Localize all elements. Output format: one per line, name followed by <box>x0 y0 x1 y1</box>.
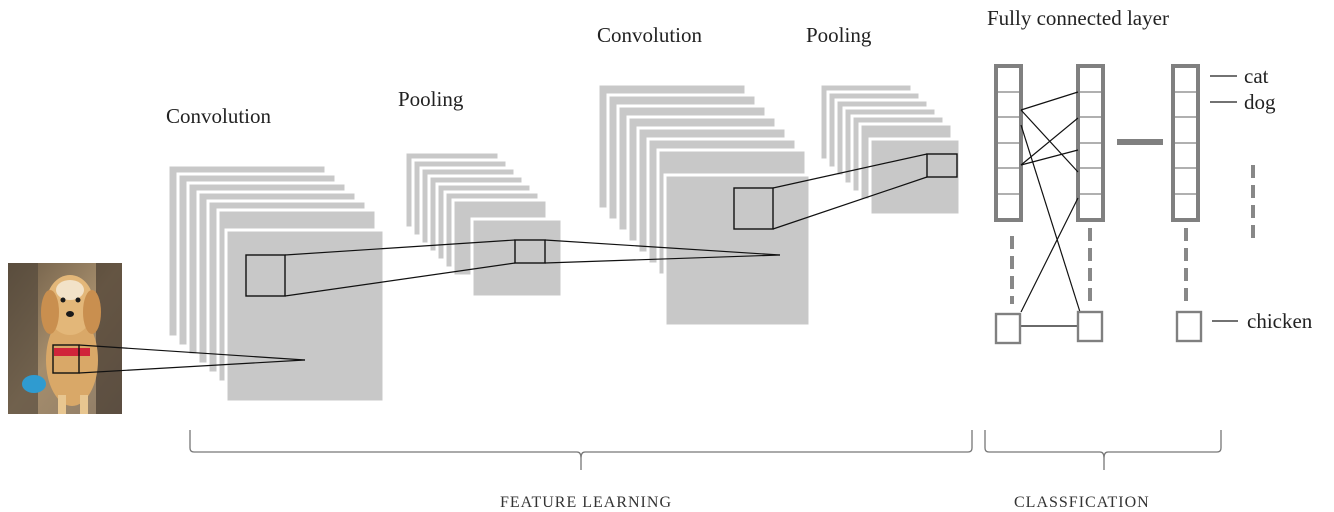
fully-connected-label: Fully connected layer <box>987 6 1169 30</box>
projection-lines <box>52 153 958 374</box>
conv1-label: Convolution <box>166 104 272 128</box>
pool1-window <box>514 239 546 264</box>
feature-learning-brace <box>189 430 973 470</box>
feature-learning-caption: FEATURE LEARNING <box>500 494 672 511</box>
conv1-window <box>245 254 286 297</box>
classification-brace <box>984 430 1222 470</box>
fc-layer-1-last-node <box>994 312 1022 345</box>
output-label-dog: dog <box>1244 90 1276 114</box>
conv2-window <box>733 187 774 230</box>
pool1-label: Pooling <box>398 87 464 111</box>
pool1-feature-maps <box>403 150 564 299</box>
conv1-feature-maps <box>166 163 386 404</box>
classification-caption: CLASSFICATION <box>1014 494 1150 511</box>
pool2-window <box>926 153 958 178</box>
pool2-feature-maps <box>818 82 962 217</box>
conv2-label: Convolution <box>597 23 703 47</box>
conv2-feature-maps <box>596 82 812 328</box>
input-receptive-window <box>52 344 80 374</box>
fully-connected-network <box>994 64 1255 345</box>
fc-layer-2-last-node <box>1076 310 1104 343</box>
input-dog-image <box>8 263 122 414</box>
output-last-node <box>1175 310 1203 343</box>
pool2-label: Pooling <box>806 23 872 47</box>
output-label-cat: cat <box>1244 64 1269 88</box>
output-label-chicken: chicken <box>1247 309 1313 333</box>
